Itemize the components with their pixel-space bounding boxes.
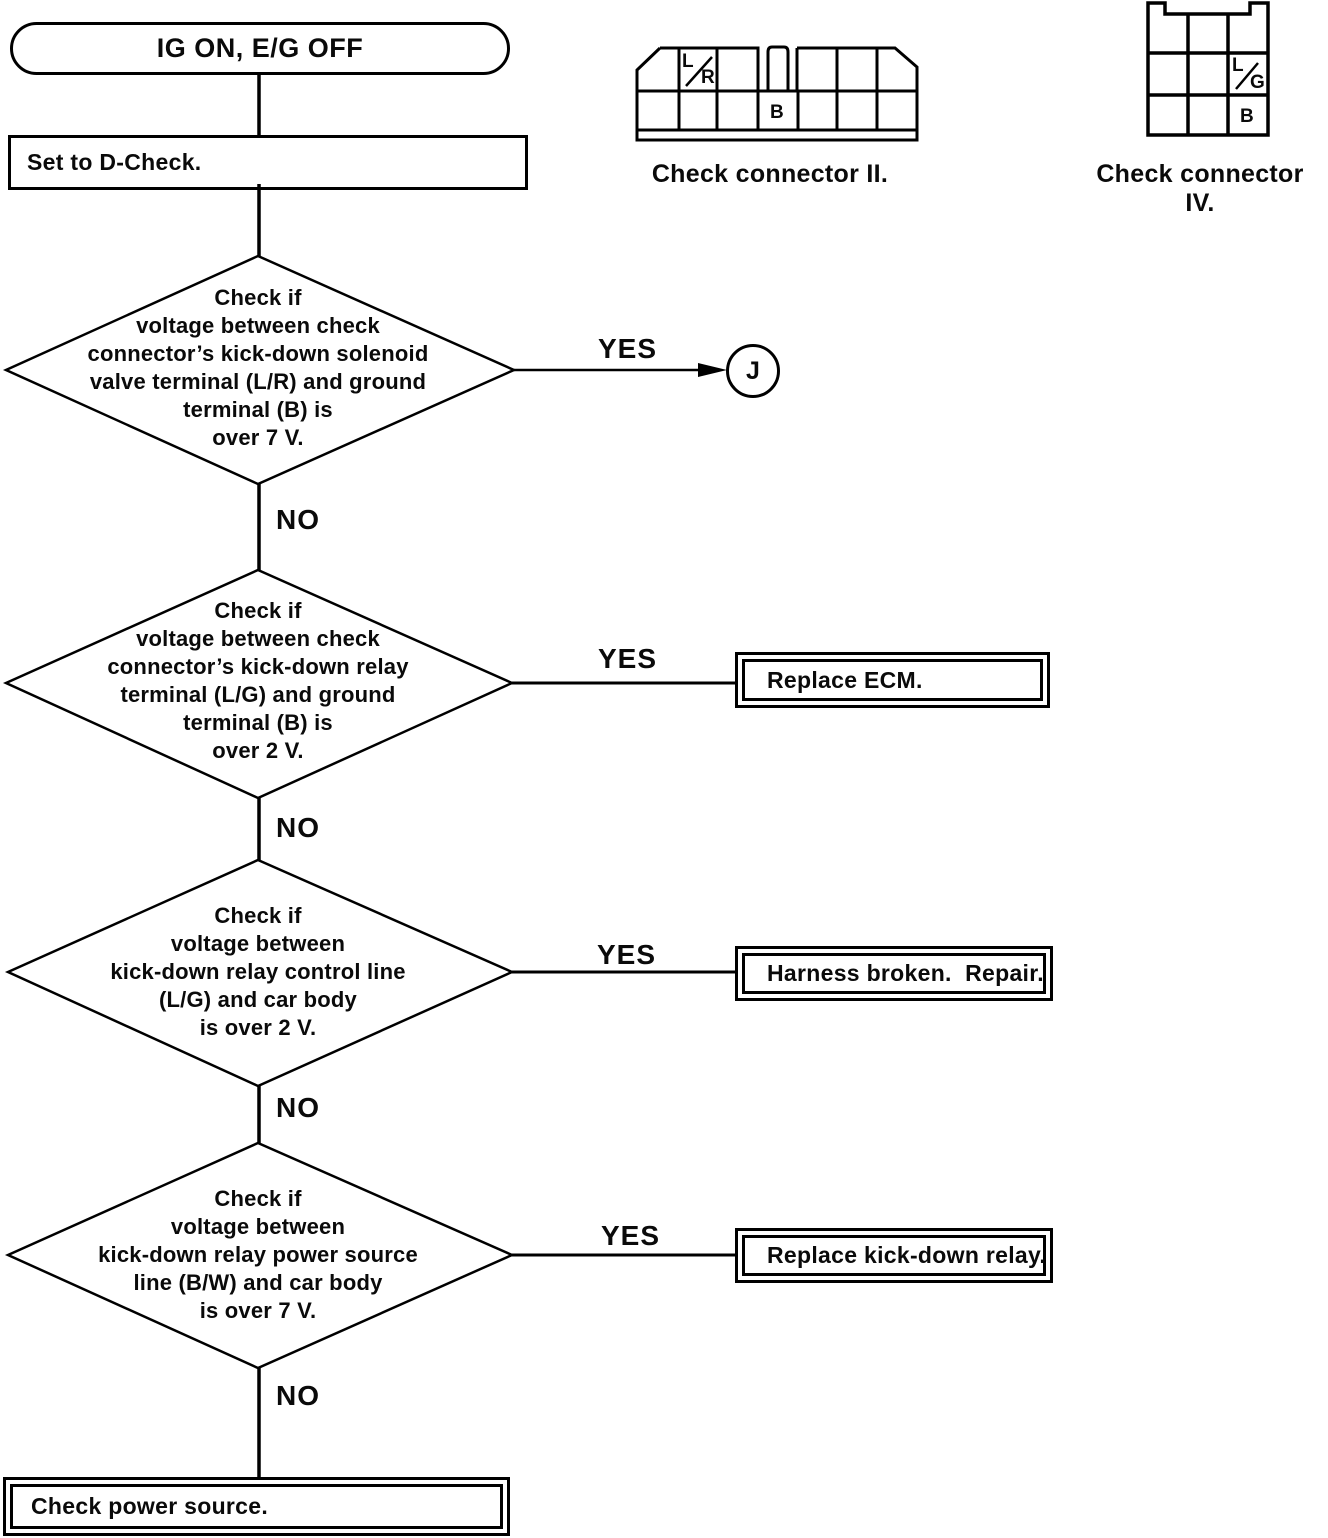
result-replace-kickdown-relay-label: Replace kick-down relay. [742, 1235, 1046, 1276]
connector-ii-outline [635, 46, 919, 142]
flow-connector-lines [257, 72, 737, 1480]
connector-iv-caption: Check connector IV. [1096, 160, 1304, 217]
start-label: IG ON, E/G OFF [156, 33, 364, 63]
connector-iv-col-dividers [1186, 14, 1230, 135]
yes-label-3: YES [597, 939, 657, 970]
result-harness-broken: Harness broken. Repair. [735, 946, 1053, 1001]
yes-label-2: YES [598, 643, 658, 674]
no-label-4: NO [276, 1380, 320, 1411]
connector-ii-pin-b: B [770, 102, 784, 123]
offpage-connector-j: J [726, 344, 780, 398]
decision-diamonds [2, 254, 518, 1370]
connector-ii-cell-dividers [677, 48, 879, 130]
no-label-3: NO [276, 1092, 320, 1123]
connector-iv-row-dividers [1148, 51, 1268, 97]
connector-ii-top-left-cells [660, 46, 760, 91]
connector-ii-key-slot [766, 45, 790, 91]
decision-3-shape [4, 858, 516, 1088]
decision-4-text: Check if voltage between kick-down relay… [98, 1186, 418, 1323]
no-label-2: NO [276, 812, 320, 843]
connector-ii-pin-slash [685, 56, 713, 87]
decision-2-shape [2, 568, 516, 800]
decision-4-shape [4, 1141, 516, 1370]
yes-label-4: YES [601, 1220, 661, 1251]
connector-iv-pin-lg-bottom: G [1250, 72, 1265, 93]
terminal-check-power-source-label: Check power source. [10, 1484, 503, 1529]
result-replace-ecm: Replace ECM. [735, 652, 1050, 708]
connector-iv-pin-slash [1235, 62, 1259, 90]
result-harness-broken-label: Harness broken. Repair. [742, 953, 1046, 994]
no-label-1: NO [276, 504, 320, 535]
yes-label-1: YES [598, 333, 658, 364]
decision-1-shape [2, 254, 518, 486]
result-replace-ecm-label: Replace ECM. [742, 659, 1043, 701]
connector-iv-pin-b: B [1240, 106, 1254, 127]
connector-ii-pin-lr-bottom: R [701, 67, 715, 88]
arrowhead-to-j [698, 363, 727, 377]
decision-1-text: Check if voltage between check connector… [87, 285, 429, 450]
start-terminator: IG ON, E/G OFF [10, 22, 510, 75]
connector-iv-outline [1146, 1, 1270, 137]
connector-iv-pin-lg-top: L [1232, 55, 1244, 76]
decision-2-text: Check if voltage between check connector… [107, 598, 409, 763]
offpage-connector-label: J [746, 356, 760, 385]
connector-iv-diagram [1146, 1, 1270, 137]
process-label: Set to D-Check. [27, 149, 202, 175]
process-set-d-check: Set to D-Check. [8, 135, 528, 190]
decision-3-text: Check if voltage between kick-down relay… [110, 903, 406, 1040]
connector-ii-caption: Check connector II. [651, 160, 889, 188]
result-replace-kickdown-relay: Replace kick-down relay. [735, 1228, 1053, 1283]
connector-ii-pin-lr-top: L [682, 51, 694, 72]
connector-ii-diagram [635, 45, 919, 142]
terminal-check-power-source: Check power source. [3, 1477, 510, 1536]
